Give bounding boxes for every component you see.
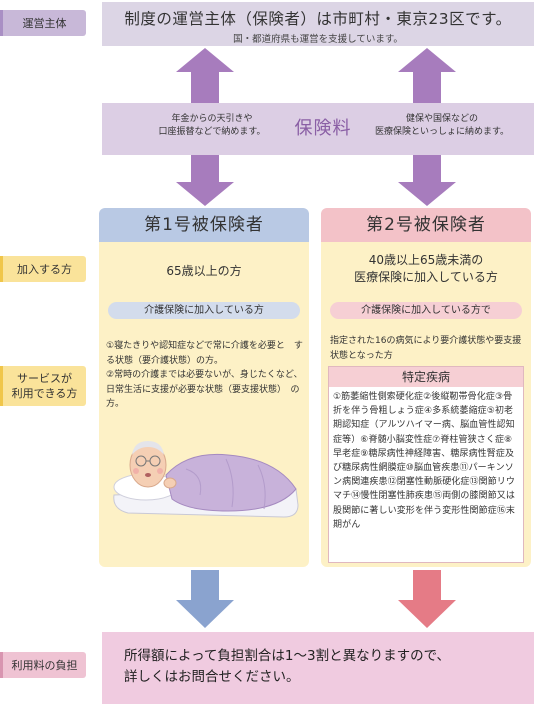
insured1-who: 65歳以上の方 <box>166 264 242 278</box>
down-arrow-right <box>398 155 456 206</box>
up-arrow-right <box>398 48 456 103</box>
specific-diseases-title: 特定疾病 <box>329 367 523 387</box>
specific-diseases-box <box>328 366 524 563</box>
bedridden-elder-illustration <box>113 441 299 518</box>
insured2-who: 40歳以上65歳未満の 医療保険に加入している方 <box>354 253 498 284</box>
insured2-service-text: 指定された16の病気により要介護状態や要支援状態となった方 <box>330 336 522 361</box>
down-arrow-left <box>176 155 234 206</box>
premium-left-note: 年金からの天引きや 口座振替などで納めます。 <box>158 114 266 137</box>
cost-box <box>102 632 534 704</box>
down-arrow-bottom-right <box>398 570 456 628</box>
down-arrow-bottom-left <box>176 570 234 628</box>
insured1-title: 第1号被保険者 <box>99 208 309 242</box>
label-join: 加入する方 <box>0 256 86 282</box>
operator-sub-text: 国・都道府県も運営を支援しています。 <box>233 34 403 45</box>
insured2-pill: 介護保険に加入している方で <box>330 302 522 319</box>
premium-title: 保険料 <box>294 118 352 139</box>
operator-box: 制度の運営主体（保険者）は市町村・東京23区です。 国・都道府県も運営を支援して… <box>102 2 534 46</box>
premium-right-note: 健保や国保などの 医療保険といっしょに納めます。 <box>374 114 510 137</box>
insured1-service-text: ①寝たきりや認知症などで常に介護を必要と する状態（要介護状態）の方。 ②常時の… <box>106 341 303 409</box>
label-cost: 利用料の負担 <box>0 652 86 678</box>
insured1-pill: 介護保険に加入している方 <box>108 302 300 319</box>
up-arrow-left <box>176 48 234 103</box>
operator-main-text: 制度の運営主体（保険者）は市町村・東京23区です。 <box>124 10 512 28</box>
premium-band <box>102 103 534 155</box>
specific-diseases-list: ①筋萎縮性側索硬化症②後縦靭帯骨化症③骨折を伴う骨粗しょう症④多系統萎縮症⑤初老… <box>333 392 516 530</box>
label-service: サービスが 利用できる方 <box>0 366 86 406</box>
cost-text: 所得額によって負担割合は1～3割と異なりますので、 詳しくはお問合せください。 <box>124 648 451 685</box>
label-operator: 運営主体 <box>0 10 86 36</box>
insured2-title: 第2号被保険者 <box>321 208 531 242</box>
